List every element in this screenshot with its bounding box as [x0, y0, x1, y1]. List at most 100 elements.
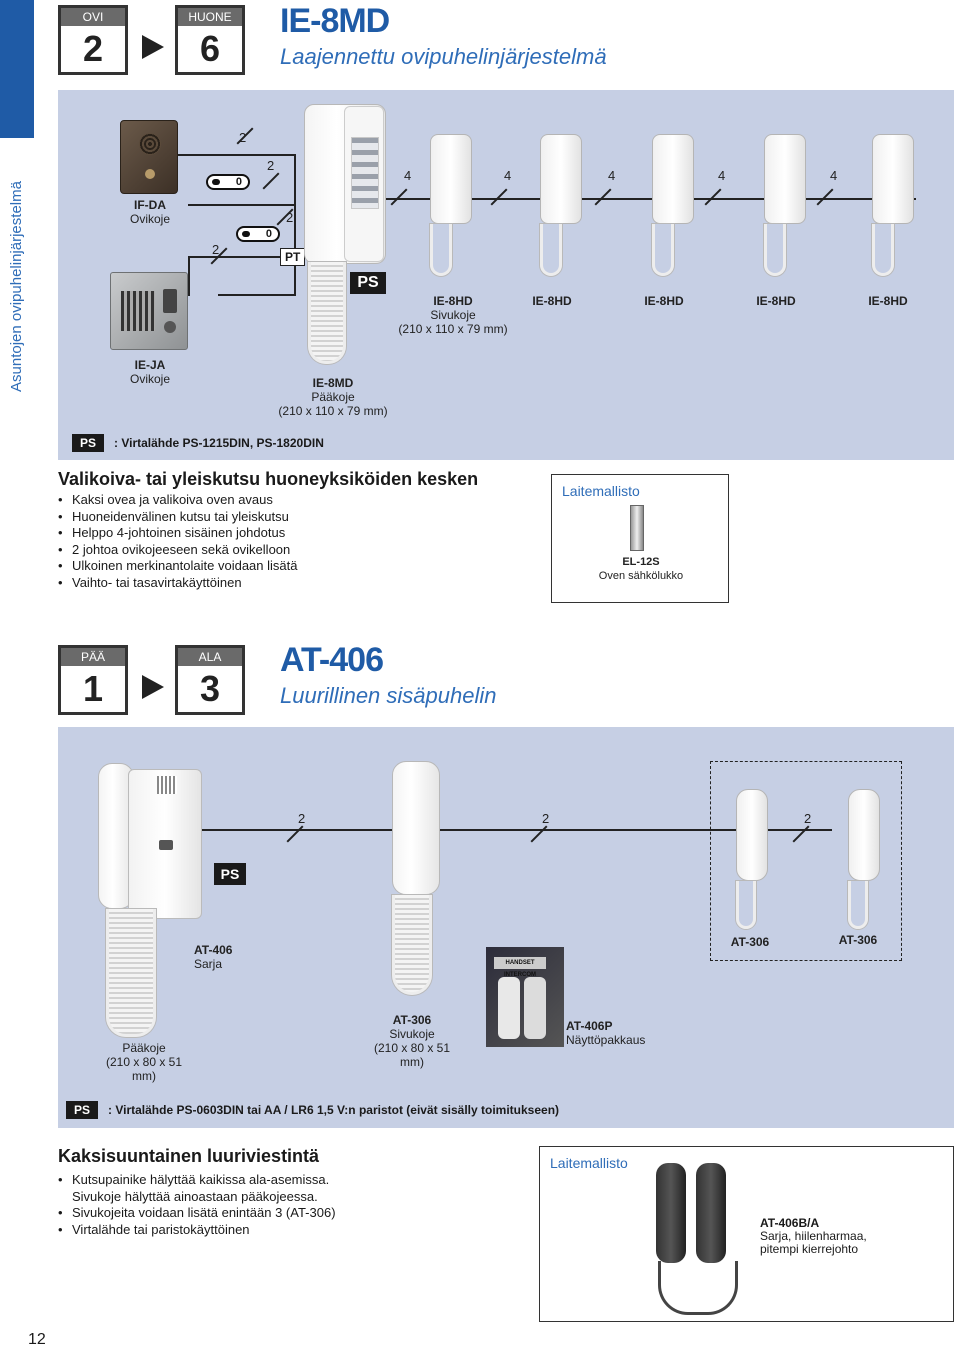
sub-cord	[848, 881, 868, 929]
wire-number: 2	[267, 158, 275, 173]
sidebar: Asuntojen ovipuhelinjärjestelmä	[0, 0, 34, 420]
wire-tick	[490, 188, 508, 206]
wire-door1-down	[294, 154, 296, 294]
master-cord	[106, 909, 156, 1037]
sub-label: IE-8HD	[756, 294, 796, 308]
feature-item: Virtalähde tai paristokäyttöinen	[58, 1222, 518, 1239]
sub-cord	[764, 224, 786, 276]
product1-features-title: Valikoiva- tai yleiskutsu huoneyksiköide…	[58, 469, 479, 489]
room-count-box: HUONE 6	[175, 5, 245, 75]
master-count-box: PÄÄ 1	[58, 645, 128, 715]
ps-note-text: : Virtalähde PS-1215DIN, PS-1820DIN	[114, 436, 324, 450]
ie-8hd-sub-image	[430, 134, 472, 224]
at-406p-package-image: HANDSET INTERCOM	[486, 947, 564, 1047]
feature-item: Kaksi ovea ja valikoiva oven avaus	[58, 492, 538, 509]
feature-item: 2 johtoa ovikojeeseen sekä ovikelloon	[58, 542, 538, 559]
room-count-label: HUONE	[178, 8, 242, 26]
wire-number: 2	[239, 130, 247, 145]
pt-box: PT	[280, 248, 306, 266]
ie-ja-door-station-image	[110, 272, 188, 350]
wire-number: 4	[504, 168, 512, 183]
wire-door1	[178, 154, 296, 156]
bus-wire	[386, 198, 916, 200]
ps-note-badge: PS	[66, 1101, 98, 1119]
ps-note-badge: PS	[72, 434, 104, 452]
feature-item: Vaihto- tai tasavirtakäyttöinen	[58, 575, 538, 592]
product1-features-list: Kaksi ovea ja valikoiva oven avaus Huone…	[58, 492, 538, 591]
opt-sub-label: AT-306	[838, 933, 878, 947]
accessory-title: Laitemallisto	[550, 1155, 628, 1171]
wire-tick	[390, 188, 408, 206]
wire-door2-low	[218, 294, 296, 296]
ie-8md-body	[344, 106, 384, 262]
wire-door2-vert	[188, 256, 190, 296]
sub-cord	[736, 881, 756, 929]
sub-cord	[392, 895, 432, 995]
ie-8hd-sub-image	[540, 134, 582, 224]
optional-subs-group	[710, 761, 902, 961]
at-306-optional-image	[736, 789, 768, 881]
at-406-base-image	[128, 769, 202, 919]
sub1-label: IE-8HD Sivukoje (210 x 110 x 79 mm)	[398, 294, 508, 336]
feature-item: Ulkoinen merkinantolaite voidaan lisätä	[58, 558, 538, 575]
feature-item: Huoneidenvälinen kutsu tai yleiskutsu	[58, 509, 538, 526]
bus-wire	[202, 829, 832, 831]
sidebar-vertical-title: Asuntojen ovipuhelinjärjestelmä	[8, 181, 25, 392]
door-release-key-icon: 0	[206, 174, 250, 190]
wire-bell	[188, 204, 296, 206]
sub-cord	[430, 224, 452, 276]
wire-number: 4	[608, 168, 616, 183]
accessory-label: AT-406B/A Sarja, hiilenharmaa, pitempi k…	[760, 1216, 867, 1256]
wire-tick	[816, 188, 834, 206]
wire-tick	[262, 172, 280, 190]
master-label: Pääkoje (210 x 80 x 51 mm)	[105, 1041, 183, 1083]
master-count-label: PÄÄ	[61, 648, 125, 666]
opt-sub-label: AT-306	[730, 935, 770, 949]
sub-cord	[652, 224, 674, 276]
page-number: 12	[28, 1331, 46, 1348]
feature-item: Helppo 4-johtoinen sisäinen johdotus	[58, 525, 538, 542]
product1-model: IE-8MD	[280, 2, 390, 40]
wire-number: 4	[830, 168, 838, 183]
wire-number: 2	[542, 811, 550, 826]
wire-number: 2	[212, 242, 220, 257]
wire-tick	[594, 188, 612, 206]
product2-model: AT-406	[280, 641, 384, 679]
sub-label: IE-8HD	[868, 294, 908, 308]
wire-door2	[188, 256, 296, 258]
master-cord	[308, 262, 346, 364]
wire-number: 2	[298, 811, 306, 826]
ie-8hd-sub-image	[764, 134, 806, 224]
sub-label: IE-8HD	[532, 294, 572, 308]
electric-lock-image	[630, 505, 644, 551]
ps-badge: PS	[350, 272, 386, 294]
ps-note-text: : Virtalähde PS-0603DIN tai AA / LR6 1,5…	[108, 1103, 560, 1117]
master-count-value: 1	[82, 668, 104, 709]
wire-number: 4	[718, 168, 726, 183]
accessory-title: Laitemallisto	[562, 483, 640, 499]
door-count-value: 2	[82, 28, 104, 69]
package-text: HANDSET INTERCOM	[494, 957, 546, 978]
product1-subtitle: Laajennettu ovipuhelinjärjestelmä	[280, 44, 607, 69]
arrow-right-icon	[142, 35, 164, 59]
ie-8hd-sub-image	[652, 134, 694, 224]
wire-number: 4	[404, 168, 412, 183]
product2-subtitle: Luurillinen sisäpuhelin	[280, 683, 497, 708]
feature-item: Sivukojeita voidaan lisätä enintään 3 (A…	[58, 1205, 518, 1222]
sub-count-box: ALA 3	[175, 645, 245, 715]
coiled-cord	[658, 1261, 738, 1315]
product2-features-list: Kutsupainike hälyttää kaikissa ala-asemi…	[58, 1172, 518, 1238]
at-306-sub-image	[392, 761, 440, 895]
feature-item: Sivukoje hälyttää ainoastaan pääkojeessa…	[72, 1188, 318, 1204]
sub-label: AT-306 Sivukoje (210 x 80 x 51 mm)	[373, 1013, 451, 1069]
sub-cord	[872, 224, 894, 276]
wire-number: 2	[286, 210, 294, 225]
if-da-door-station-image	[120, 120, 178, 194]
ie-8hd-sub-image	[872, 134, 914, 224]
